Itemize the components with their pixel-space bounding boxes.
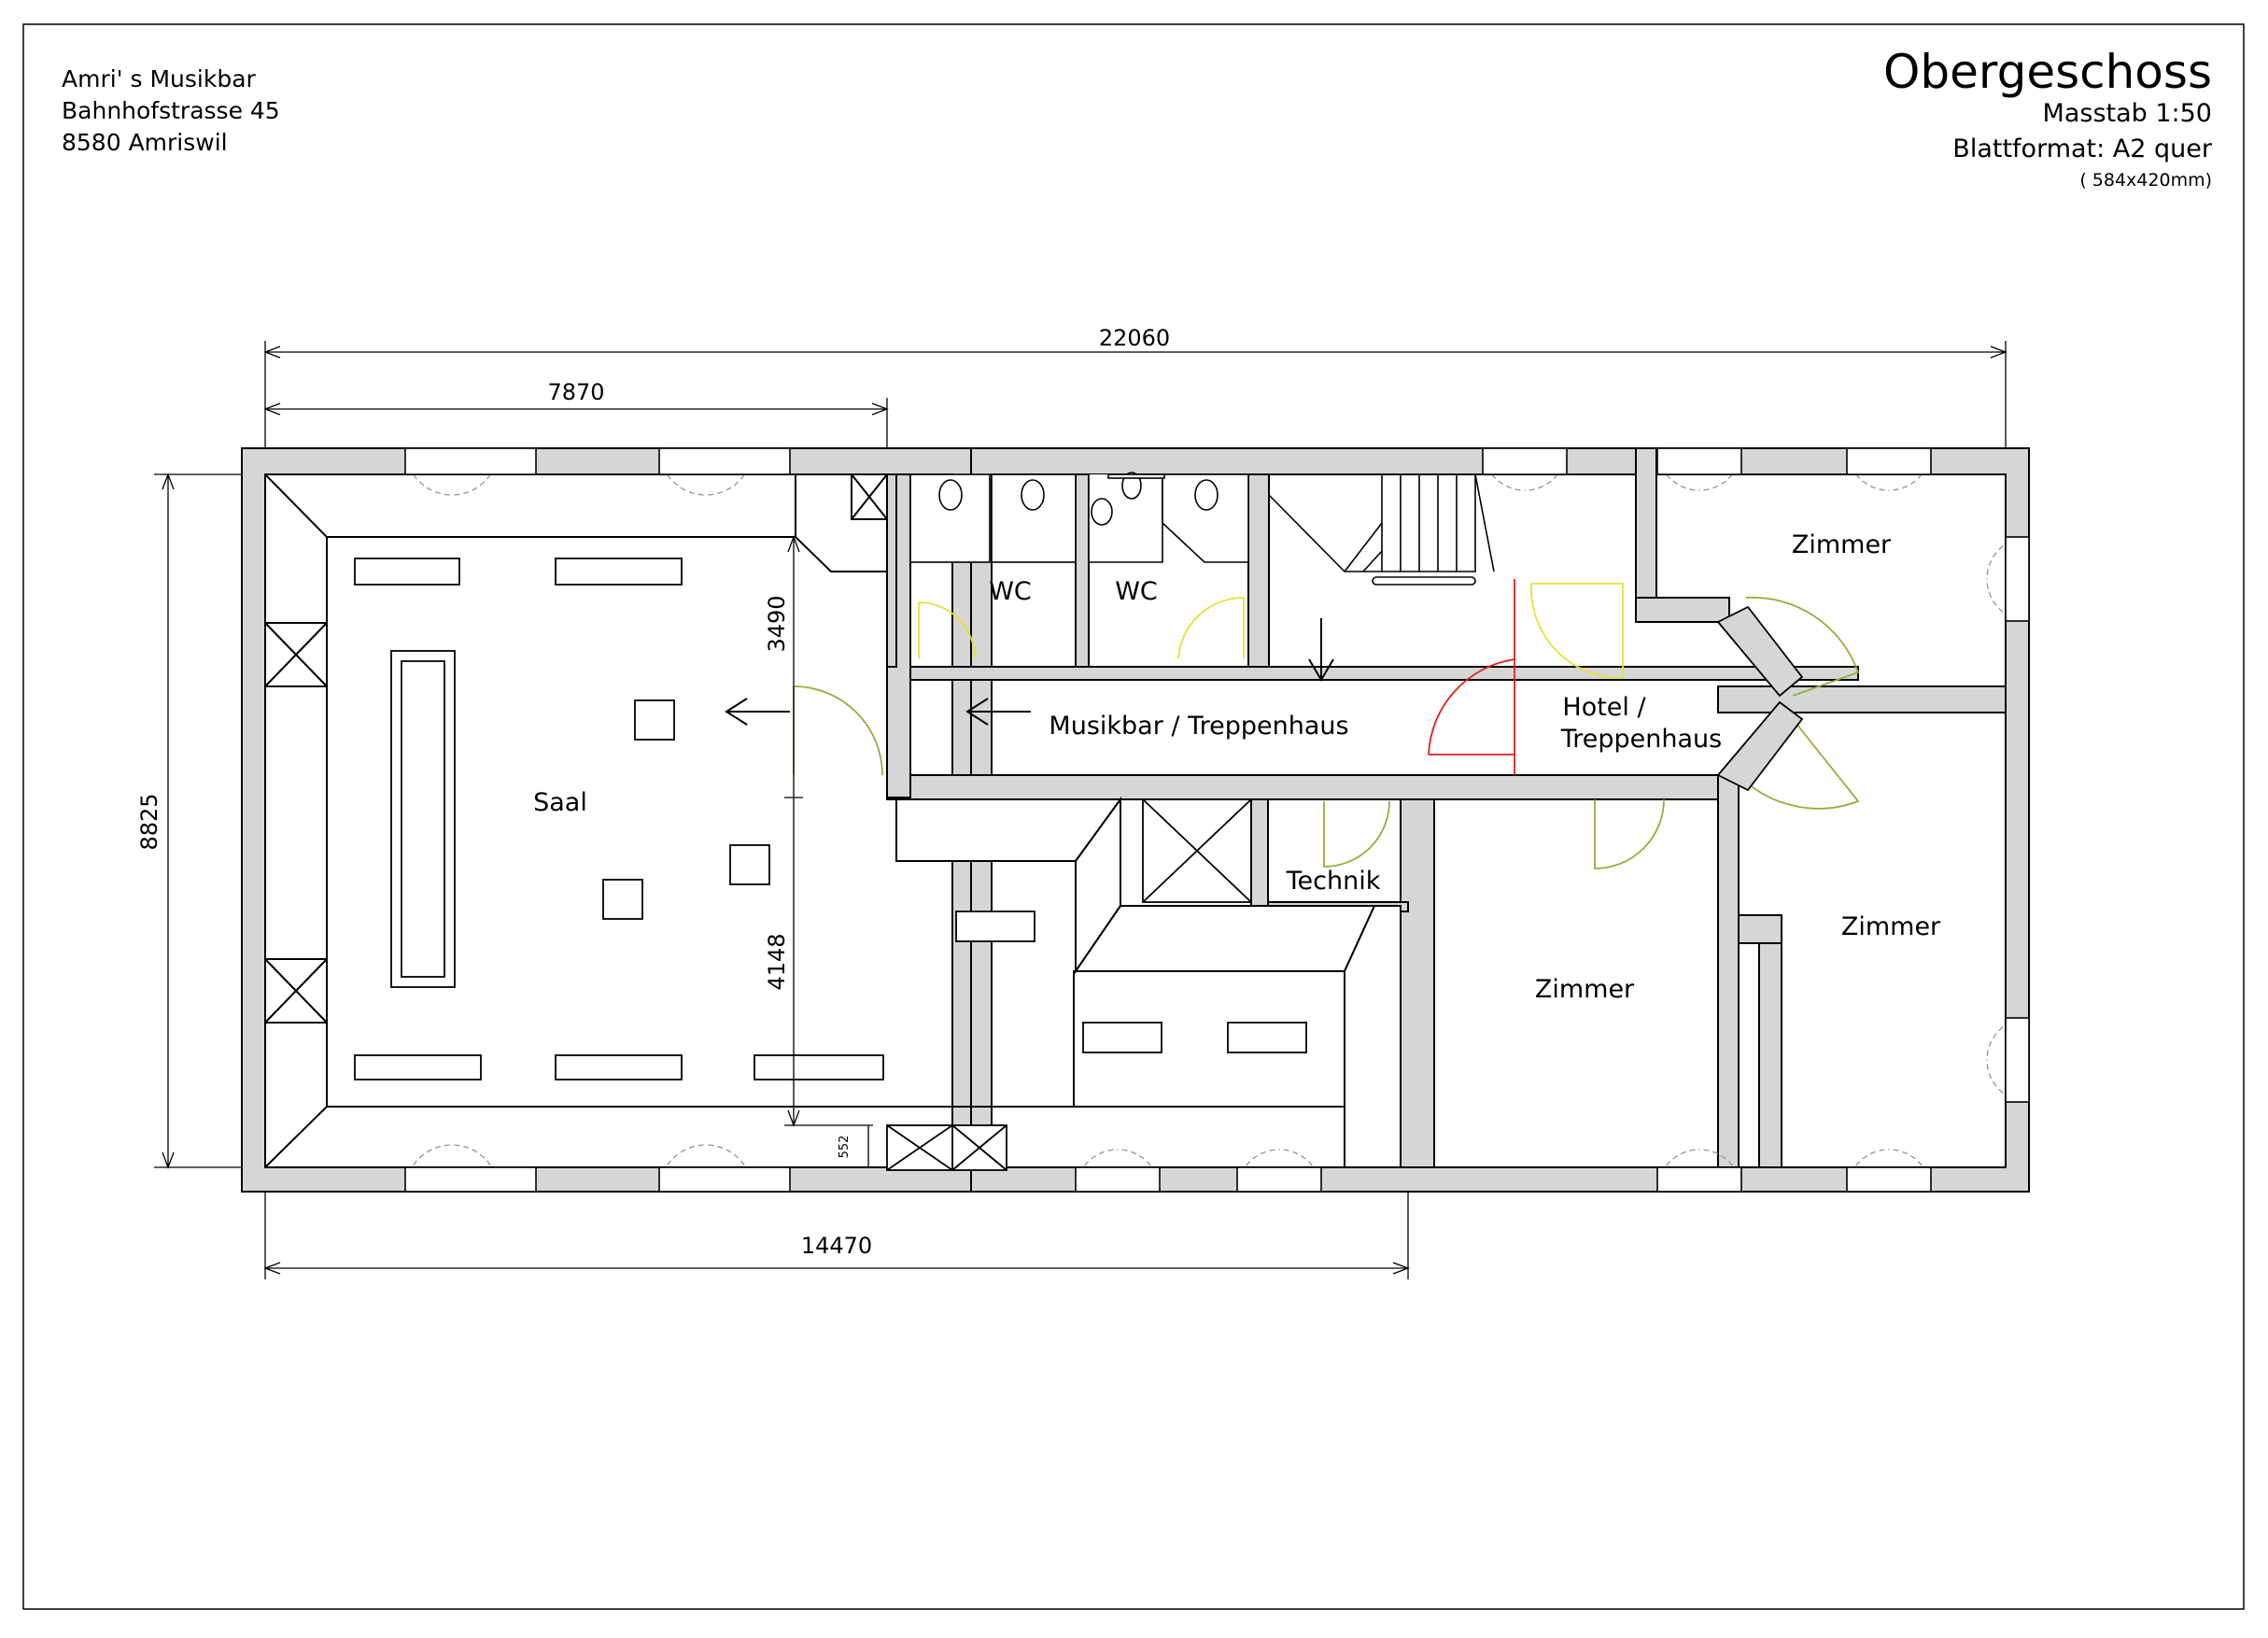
window-openings xyxy=(404,447,2030,1193)
room-wc-1: WC xyxy=(989,577,1032,606)
plan-title: Obergeschoss xyxy=(1883,45,2212,99)
room-hotel-line-2: Treppenhaus xyxy=(1560,725,1722,754)
room-zimmer-right: Zimmer xyxy=(1841,912,1941,941)
room-zimmer-mid: Zimmer xyxy=(1535,975,1635,1004)
room-corridor: Musikbar / Treppenhaus xyxy=(1049,712,1348,741)
dimension-labels: 22060 7870 14470 8825 3490 4148 552 xyxy=(136,325,1170,1259)
dim-saal-lower: 4148 xyxy=(764,933,790,990)
lift-shaft xyxy=(1142,798,1252,903)
dimension-lines xyxy=(154,341,2007,1279)
dim-height: 8825 xyxy=(136,793,162,850)
door-swings xyxy=(793,579,1860,869)
dim-saal-upper: 3490 xyxy=(764,595,790,652)
room-technik: Technik xyxy=(1286,867,1381,896)
scale-label: Masstab 1:50 xyxy=(2042,99,2212,128)
escape-arrows xyxy=(725,618,1334,726)
wc-fixtures xyxy=(909,472,1249,563)
dim-small: 552 xyxy=(838,1136,852,1159)
format-label: Blattformat: A2 quer xyxy=(1952,134,2212,163)
address-line-2: Bahnhofstrasse 45 xyxy=(62,97,280,124)
saal-perimeter xyxy=(264,473,952,1168)
saal-furniture xyxy=(354,558,1307,1171)
dim-lower-width: 14470 xyxy=(801,1233,872,1259)
dim-saal-width: 7870 xyxy=(547,379,604,405)
address-line-1: Amri' s Musikbar xyxy=(62,65,256,92)
room-wc-2: WC xyxy=(1115,577,1158,606)
address-line-3: 8580 Amriswil xyxy=(62,129,228,156)
room-hotel-line-1: Hotel / xyxy=(1562,693,1646,722)
dim-overall-width: 22060 xyxy=(1099,325,1170,351)
staircase xyxy=(1268,473,1495,586)
vestibule xyxy=(1716,605,1804,792)
format-size-label: ( 584x420mm) xyxy=(2079,170,2212,191)
sheet-border xyxy=(22,23,2245,1610)
window-swings xyxy=(404,447,2030,1193)
bar-counter xyxy=(895,796,1402,1168)
room-labels: Saal WC WC Musikbar / Treppenhaus Hotel … xyxy=(533,530,1941,1004)
room-saal: Saal xyxy=(533,788,587,817)
room-zimmer-top: Zimmer xyxy=(1792,530,1892,559)
